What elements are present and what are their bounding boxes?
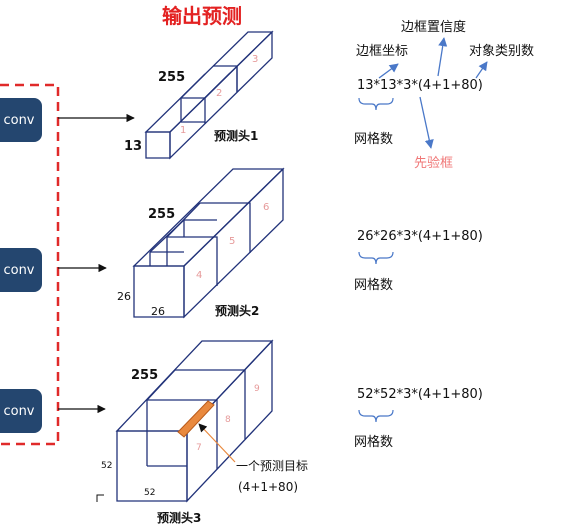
grid-bracket-2 xyxy=(358,251,394,265)
arrow-class-count xyxy=(475,61,488,79)
head1-cell-3: 3 xyxy=(252,54,259,65)
head3-cell-9: 9 xyxy=(254,384,260,394)
head2-name: 预测头2 xyxy=(215,304,260,318)
grid-count-label-2: 网格数 xyxy=(354,278,394,293)
formula-head1: 13*13*3*(4+1+80) xyxy=(357,78,483,93)
head2-cell-4: 4 xyxy=(196,270,203,281)
grid-bracket-3 xyxy=(358,409,394,423)
cube-head3 xyxy=(115,339,274,503)
head3-dim-255: 255 xyxy=(131,368,159,383)
box-confidence-label: 边框置信度 xyxy=(401,20,467,35)
head1-dim-255: 255 xyxy=(158,70,186,85)
arrow-box-coords xyxy=(378,63,399,79)
head3-cell-8: 8 xyxy=(225,415,231,425)
formula-head3: 52*52*3*(4+1+80) xyxy=(357,387,483,402)
conv-label: conv xyxy=(3,262,35,278)
head2-cell-5: 5 xyxy=(229,236,236,247)
grid-count-label-1: 网格数 xyxy=(354,132,394,147)
conv-label: conv xyxy=(3,403,35,419)
anchor-box-label: 先验框 xyxy=(414,156,454,171)
conv-block-2: conv xyxy=(0,248,42,292)
target-pointer xyxy=(198,423,236,463)
cube-head1 xyxy=(144,30,274,160)
head3-name: 预测头3 xyxy=(157,511,202,525)
head1-cell-2: 2 xyxy=(216,88,223,99)
target-label: 一个预测目标 xyxy=(236,459,309,473)
cube-head2 xyxy=(132,167,285,319)
target-value: (4+1+80) xyxy=(238,480,299,494)
grid-count-label-3: 网格数 xyxy=(354,435,394,450)
head1-dim-13: 13 xyxy=(124,139,143,154)
head2-cell-6: 6 xyxy=(263,202,270,213)
head3-dim-bottom: 52 xyxy=(144,488,156,498)
formula-head2: 26*26*3*(4+1+80) xyxy=(357,229,483,244)
arrow-anchor-box xyxy=(419,96,434,149)
grid-bracket-1 xyxy=(358,97,394,111)
conv-block-3: conv xyxy=(0,389,42,433)
diagram-title: 输出预测 xyxy=(162,4,242,28)
head2-dim-255: 255 xyxy=(148,207,176,222)
head2-dim-bottom: 26 xyxy=(151,305,165,318)
head2-dim-left: 26 xyxy=(117,290,131,303)
predicted-target-bar xyxy=(177,400,215,438)
corner-mark xyxy=(96,494,104,502)
head3-dim-left: 52 xyxy=(101,461,113,471)
box-coords-label: 边框坐标 xyxy=(356,44,409,59)
conv-block-1: conv xyxy=(0,98,42,142)
head1-name: 预测头1 xyxy=(214,129,259,143)
arrow-box-confidence xyxy=(437,37,448,77)
head3-cell-7: 7 xyxy=(196,443,202,453)
conv-label: conv xyxy=(3,112,35,128)
class-count-label: 对象类别数 xyxy=(469,44,535,59)
head1-cell-1: 1 xyxy=(180,125,187,136)
